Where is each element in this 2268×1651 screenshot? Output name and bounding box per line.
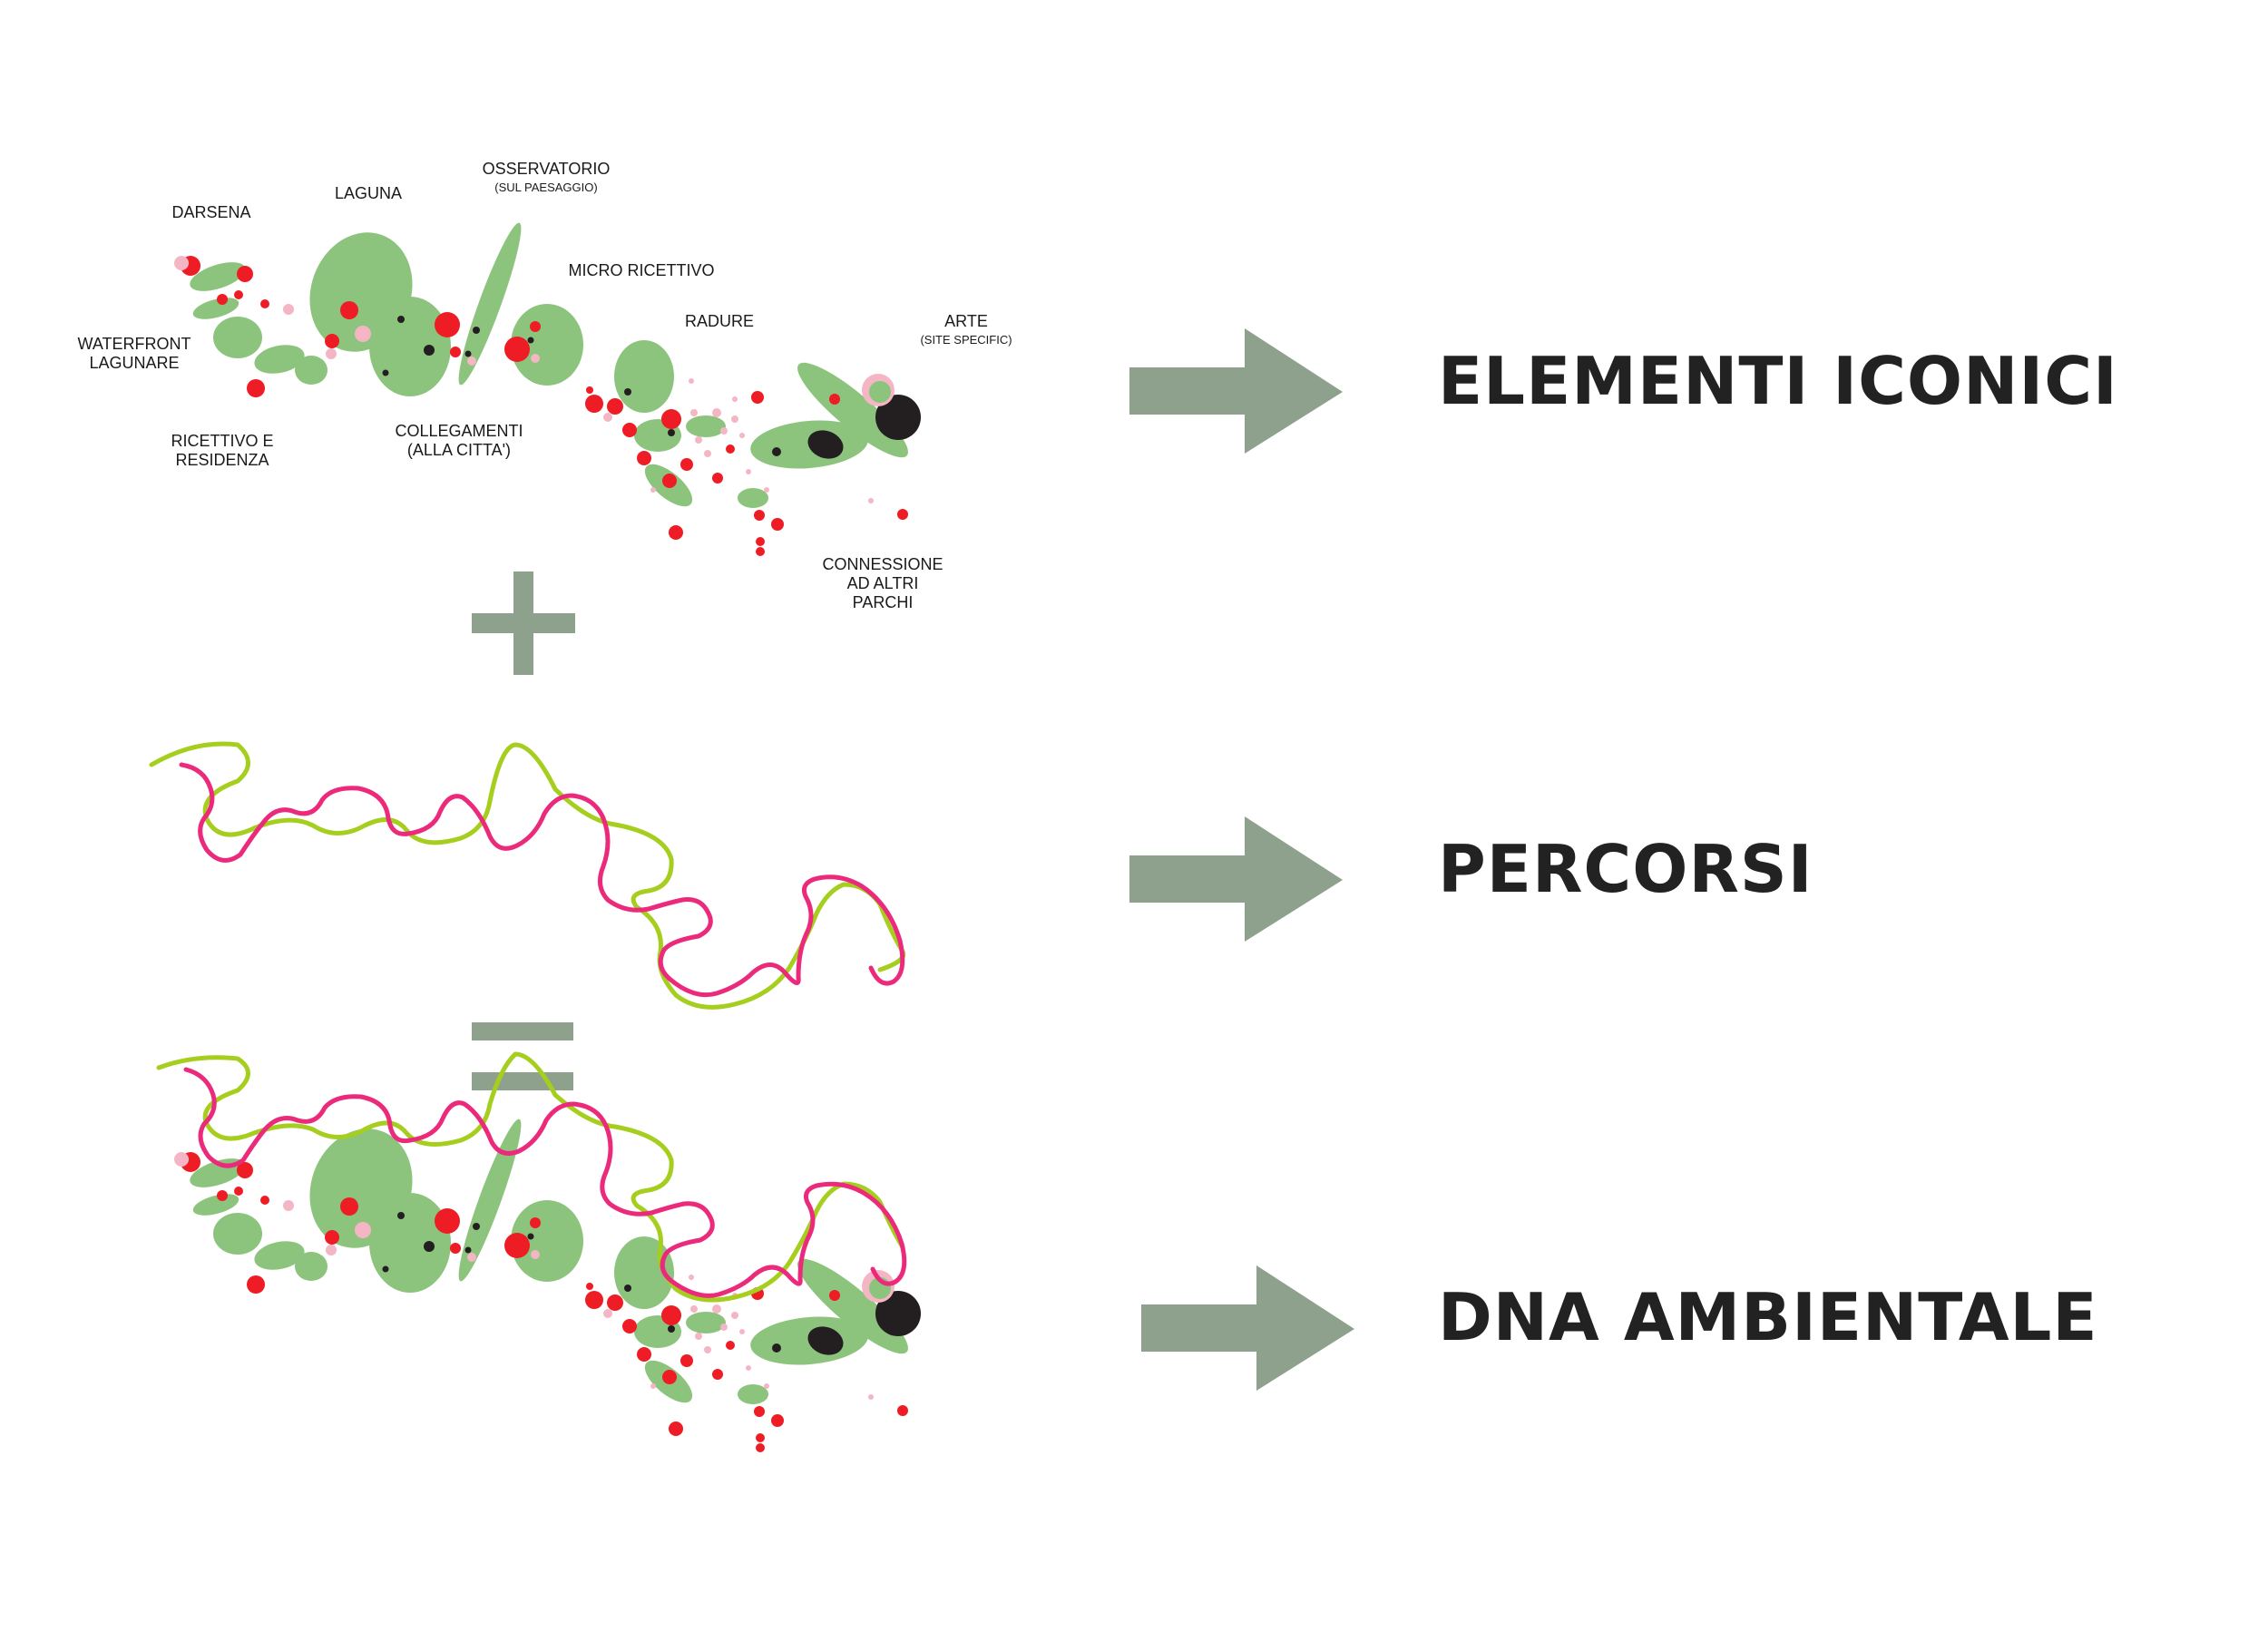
- label-micro-ricettivo: MICRO RICETTIVO: [569, 261, 715, 279]
- label-waterfront-2: LAGUNARE: [89, 354, 179, 372]
- label-ricettivo-2: RESIDENZA: [175, 451, 269, 469]
- label-connessione-1: CONNESSIONE: [822, 555, 943, 573]
- heading-dna-ambientale: DNA AMBIENTALE: [1438, 1279, 2098, 1355]
- label-radure: RADURE: [685, 312, 754, 330]
- label-darsena: DARSENA: [171, 203, 250, 221]
- arrow-right-icon: [1129, 816, 1343, 942]
- plus-sign: [472, 572, 575, 675]
- dna-combined-map: [156, 1051, 921, 1452]
- arrow-right-icon: [1129, 328, 1343, 454]
- paths-map: [149, 741, 906, 1010]
- iconic-elements-map: DARSENA LAGUNA OSSERVATORIO (SUL PAESAGG…: [78, 160, 1012, 611]
- label-connessione-2: AD ALTRI: [847, 574, 919, 592]
- label-collegamenti-2: (ALLA CITTA'): [407, 441, 511, 459]
- label-osservatorio-sub: (SUL PAESAGGIO): [494, 181, 597, 194]
- label-waterfront-1: WATERFRONT: [78, 335, 191, 353]
- label-collegamenti-1: COLLEGAMENTI: [395, 422, 523, 440]
- label-laguna: LAGUNA: [335, 184, 402, 202]
- label-arte: ARTE: [944, 312, 988, 330]
- label-connessione-3: PARCHI: [853, 593, 914, 611]
- heading-percorsi: PERCORSI: [1438, 831, 1813, 907]
- arrow-right-icon: [1141, 1265, 1354, 1391]
- label-arte-sub: (SITE SPECIFIC): [920, 333, 1012, 347]
- label-ricettivo-1: RICETTIVO E: [171, 432, 273, 450]
- label-osservatorio: OSSERVATORIO: [483, 160, 611, 178]
- heading-elementi-iconici: ELEMENTI ICONICI: [1438, 343, 2118, 419]
